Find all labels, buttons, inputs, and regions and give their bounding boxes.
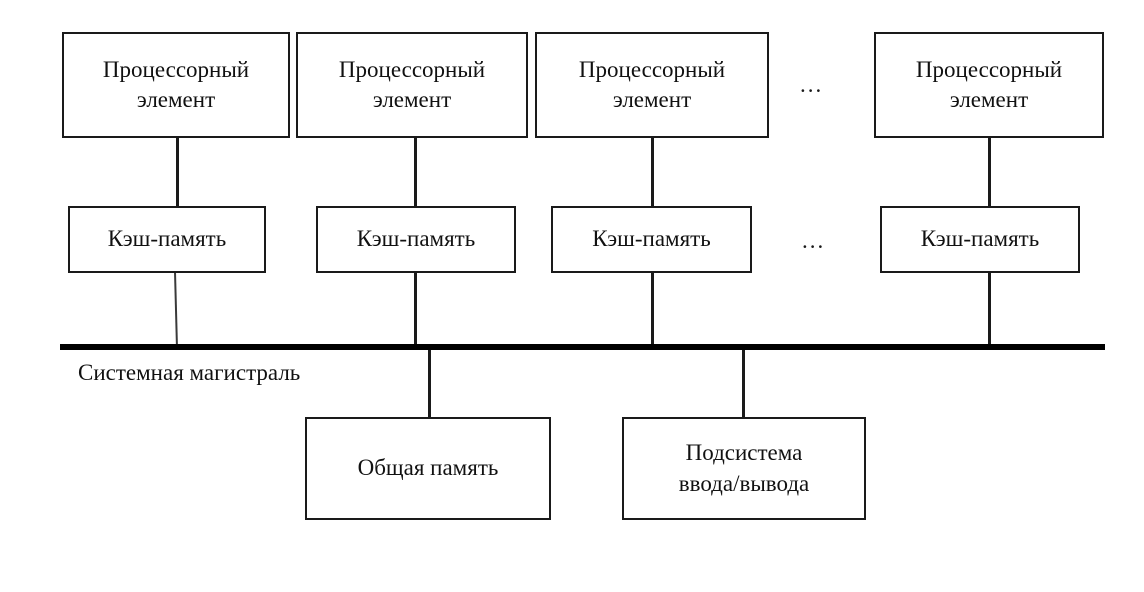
cache-memory-box-4[interactable]: Кэш-память bbox=[880, 206, 1080, 273]
cache-memory-box-1[interactable]: Кэш-память bbox=[68, 206, 266, 273]
connector-pe3-to-cache3 bbox=[651, 137, 654, 207]
cache-memory-box-2[interactable]: Кэш-память bbox=[316, 206, 516, 273]
connector-cache3-to-bus bbox=[651, 272, 654, 348]
system-bus-label: Системная магистраль bbox=[78, 360, 301, 385]
processor-element-box-1[interactable]: Процессорный элемент bbox=[62, 32, 290, 138]
connector-bus-to-shared-memory bbox=[428, 348, 431, 418]
ellipsis-cache-row: ... bbox=[802, 228, 826, 253]
connector-pe1-to-cache1 bbox=[176, 137, 179, 207]
connector-pe2-to-cache2 bbox=[414, 137, 417, 207]
shared-memory-box[interactable]: Общая память bbox=[305, 417, 551, 520]
connector-cache2-to-bus bbox=[414, 272, 417, 348]
system-bus-line bbox=[60, 344, 1105, 350]
processor-element-box-3[interactable]: Процессорный элемент bbox=[535, 32, 769, 138]
io-subsystem-box[interactable]: Подсистема ввода/вывода bbox=[622, 417, 866, 520]
ellipsis-processor-row: ... bbox=[800, 72, 824, 97]
connector-bus-to-io-subsystem bbox=[742, 348, 745, 418]
cache-memory-box-3[interactable]: Кэш-память bbox=[551, 206, 752, 273]
connector-pe4-to-cache4 bbox=[988, 137, 991, 207]
connector-cache1-to-bus bbox=[174, 272, 178, 348]
processor-element-box-2[interactable]: Процессорный элемент bbox=[296, 32, 528, 138]
processor-element-box-4[interactable]: Процессорный элемент bbox=[874, 32, 1104, 138]
connector-cache4-to-bus bbox=[988, 272, 991, 348]
